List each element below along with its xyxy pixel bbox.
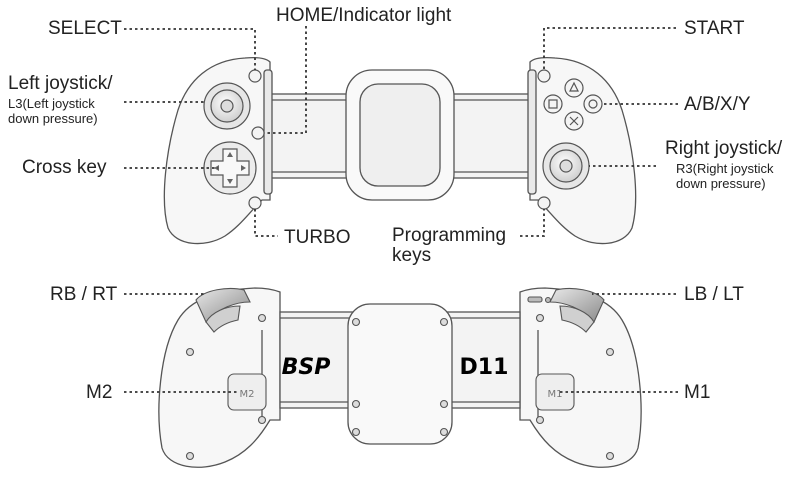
start-callout	[543, 27, 676, 70]
turbo-button-icon	[248, 196, 262, 210]
m1-label: M1	[684, 382, 711, 403]
programming-button-icon	[537, 196, 551, 210]
back-paddle-icon	[227, 373, 267, 411]
dpad-icon	[203, 141, 257, 195]
programming-callout	[520, 209, 545, 237]
select-label: SELECT	[48, 18, 122, 39]
right-joystick-label: Right joystick/	[665, 138, 783, 159]
back-paddle-icon	[535, 373, 575, 411]
face-buttons-icon	[543, 78, 603, 131]
turbo-callout	[254, 209, 278, 237]
back-plate	[347, 303, 453, 445]
back-view	[158, 287, 642, 468]
m2-label: M2	[86, 382, 113, 403]
rb-rt-label: RB / RT	[50, 284, 118, 305]
cross-key-label: Cross key	[22, 157, 107, 178]
home-callout	[264, 26, 307, 134]
turbo-label: TURBO	[284, 227, 351, 248]
brand-logo: BSP	[282, 355, 331, 380]
callout-lines	[124, 26, 678, 393]
back-left-grip	[158, 287, 281, 468]
back-right-grip	[519, 287, 642, 468]
programming-label-2: keys	[392, 245, 432, 266]
paddle-left-mark: M2	[240, 389, 255, 400]
start-label: START	[684, 18, 745, 39]
right-joystick-icon	[542, 142, 590, 190]
bumper-trigger-icon	[195, 287, 251, 333]
lb-lt-label: LB / LT	[684, 284, 744, 305]
home-label: HOME/Indicator light	[276, 5, 452, 26]
programming-label-1: Programming	[392, 225, 507, 246]
right-joystick-sub-1: R3(Right joystick	[676, 161, 774, 176]
phone-holder-inner	[359, 83, 441, 187]
paddle-right-mark: M1	[548, 389, 563, 400]
home-button-icon	[251, 126, 265, 140]
model-name: D11	[460, 355, 509, 380]
select-button-icon	[248, 69, 262, 83]
left-joystick-sub-1: L3(Left joystick	[8, 96, 95, 111]
start-button-icon	[537, 69, 551, 83]
abxy-label: A/B/X/Y	[684, 94, 751, 115]
right-joystick-sub-2: down pressure)	[676, 176, 766, 191]
bumper-trigger-icon	[549, 287, 605, 333]
left-joystick-sub-2: down pressure)	[8, 111, 98, 126]
left-joystick-icon	[203, 82, 251, 130]
screw-icons	[185, 313, 615, 461]
left-joystick-label: Left joystick/	[8, 73, 113, 94]
